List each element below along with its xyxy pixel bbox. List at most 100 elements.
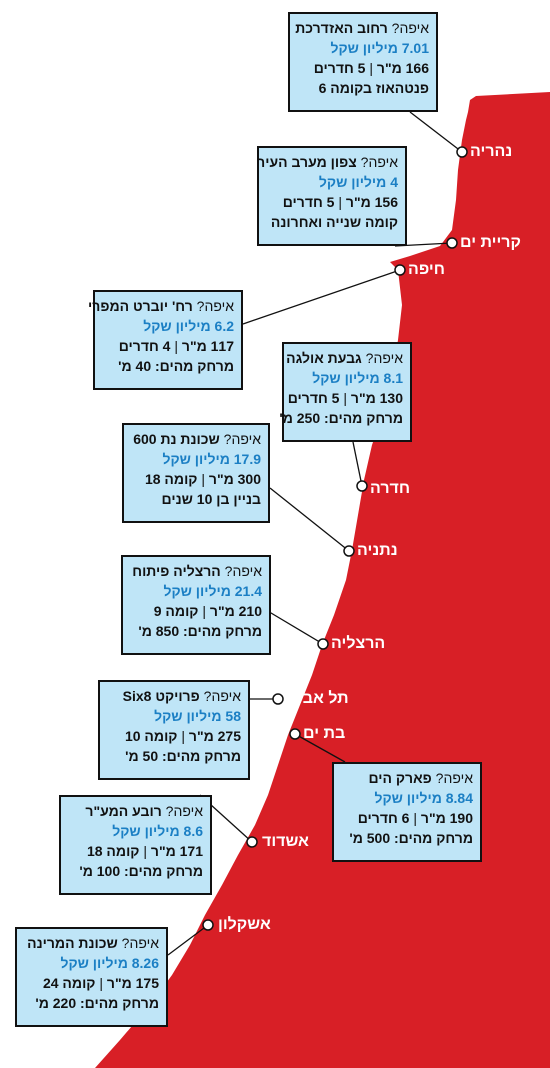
price-value: 6.2 מיליון שקל: [143, 318, 234, 334]
where-label: איפה?: [361, 350, 403, 366]
where-label: איפה?: [356, 154, 398, 170]
separator: |: [365, 60, 377, 76]
city-label-nahariya: נהריה: [470, 143, 513, 160]
extra-row: פנטהאוז בקומה 6: [297, 78, 429, 98]
price-row: 8.1 מיליון שקל: [291, 368, 403, 388]
detail-value: קומה 18: [144, 471, 198, 487]
extra-row: מרחק מהים: 220 מ': [24, 993, 159, 1013]
city-marker-bat-yam: [289, 728, 301, 740]
area-value: 156 מ"ר: [345, 194, 398, 210]
extra-row: מרחק מהים: 850 מ': [130, 621, 262, 641]
where-row: איפה? רחוב האזדרכת: [295, 18, 429, 38]
where-label: איפה?: [220, 563, 262, 579]
city-label-netanya: נתניה: [357, 542, 398, 559]
area-value: 117 מ"ר: [181, 338, 234, 354]
listing-box-herzliya: איפה? הרצליה פיתוח 21.4 מיליון שקל 210 מ"ר…: [121, 555, 271, 655]
extra-value: מרחק מהים: 850 מ': [138, 623, 262, 639]
area-value: 175 מ"ר: [106, 975, 159, 991]
separator: |: [334, 194, 346, 210]
details-row: 300 מ"ר | קומה 18: [131, 469, 261, 489]
where-label: איפה?: [387, 20, 429, 36]
leader-line-hadera: [352, 441, 363, 487]
extra-value: מרחק מהים: 50 מ': [125, 748, 241, 764]
separator: |: [170, 338, 182, 354]
price-value: 21.4 מיליון שקל: [163, 583, 262, 599]
extra-value: פנטהאוז בקומה 6: [318, 80, 429, 96]
extra-value: מרחק מהים: 500 מ': [349, 830, 473, 846]
detail-value: קומה 18: [86, 843, 140, 859]
price-value: 58 מיליון שקל: [154, 708, 241, 724]
area-value: 210 מ"ר: [209, 603, 262, 619]
detail-value: קומה 10: [124, 728, 178, 744]
price-value: 4 מיליון שקל: [318, 174, 398, 190]
detail-value: 4 חדרים: [118, 338, 171, 354]
separator: |: [198, 603, 210, 619]
city-marker-netanya: [343, 545, 355, 557]
where-value: שכונת המרינה: [27, 935, 118, 951]
where-row: איפה? רח' יוברט המפרי: [88, 296, 234, 316]
price-row: 58 מיליון שקל: [107, 706, 241, 726]
where-value: פרויקט Six8: [122, 688, 200, 704]
details-row: 166 מ"ר | 5 חדרים: [297, 58, 429, 78]
detail-value: 5 חדרים: [313, 60, 366, 76]
city-marker-ashdod: [246, 836, 258, 848]
details-row: 175 מ"ר | קומה 24: [24, 973, 159, 993]
price-row: 21.4 מיליון שקל: [130, 581, 262, 601]
area-value: 166 מ"ר: [376, 60, 429, 76]
city-label-ashkelon: אשקלון: [218, 916, 271, 933]
where-value: רובע המע"ר: [85, 803, 162, 819]
separator: |: [197, 471, 209, 487]
listing-box-haifa: איפה? רח' יוברט המפרי 6.2 מיליון שקל 117 מ…: [88, 290, 243, 390]
details-row: 275 מ"ר | קומה 10: [107, 726, 241, 746]
area-value: 130 מ"ר: [350, 390, 403, 406]
leader-line-netanya: [269, 487, 350, 552]
extra-value: מרחק מהים: 220 מ': [35, 995, 159, 1011]
details-row: 117 מ"ר | 4 חדרים: [102, 336, 234, 356]
extra-row: מרחק מהים: 250 מ': [279, 408, 403, 428]
where-value: צפון מערב העיר: [257, 154, 357, 170]
price-row: 8.26 מיליון שקל: [24, 953, 159, 973]
extra-value: בניין בן 10 שנים: [161, 491, 261, 507]
city-label-hadera: חדרה: [370, 480, 411, 497]
extra-row: מרחק מהים: 500 מ': [341, 828, 473, 848]
where-row: איפה? צפון מערב העיר: [257, 152, 398, 172]
where-value: הרצליה פיתוח: [132, 563, 221, 579]
extra-value: מרחק מהים: 100 מ': [79, 863, 203, 879]
city-label-tel-aviv: תל אביב: [288, 690, 349, 707]
price-value: 8.84 מיליון שקל: [374, 790, 473, 806]
separator: |: [139, 843, 151, 859]
price-row: 17.9 מיליון שקל: [131, 449, 261, 469]
city-marker-ashkelon: [202, 919, 214, 931]
extra-row: מרחק מהים: 50 מ': [107, 746, 241, 766]
area-value: 190 מ"ר: [420, 810, 473, 826]
price-value: 17.9 מיליון שקל: [162, 451, 261, 467]
where-label: איפה?: [192, 298, 234, 314]
extra-value: קומה שנייה ואחרונה: [270, 214, 398, 230]
city-marker-herzliya: [317, 638, 329, 650]
where-row: איפה? רובע המע"ר: [68, 801, 203, 821]
where-label: איפה?: [199, 688, 241, 704]
leader-line-haifa: [242, 269, 401, 325]
where-value: פארק הים: [368, 770, 432, 786]
details-row: 171 מ"ר | קומה 18: [68, 841, 203, 861]
city-marker-tel-aviv: [272, 693, 284, 705]
price-row: 8.6 מיליון שקל: [68, 821, 203, 841]
city-label-haifa: חיפה: [408, 261, 445, 278]
separator: |: [177, 728, 189, 744]
where-label: איפה?: [431, 770, 473, 786]
detail-value: קומה 9: [153, 603, 199, 619]
detail-value: 5 חדרים: [287, 390, 340, 406]
area-value: 171 מ"ר: [150, 843, 203, 859]
separator: |: [409, 810, 421, 826]
price-row: 4 מיליון שקל: [266, 172, 398, 192]
detail-value: קומה 24: [42, 975, 96, 991]
price-row: 7.01 מיליון שקל: [297, 38, 429, 58]
price-value: 8.1 מיליון שקל: [312, 370, 403, 386]
where-value: רח' יוברט המפרי: [88, 298, 193, 314]
